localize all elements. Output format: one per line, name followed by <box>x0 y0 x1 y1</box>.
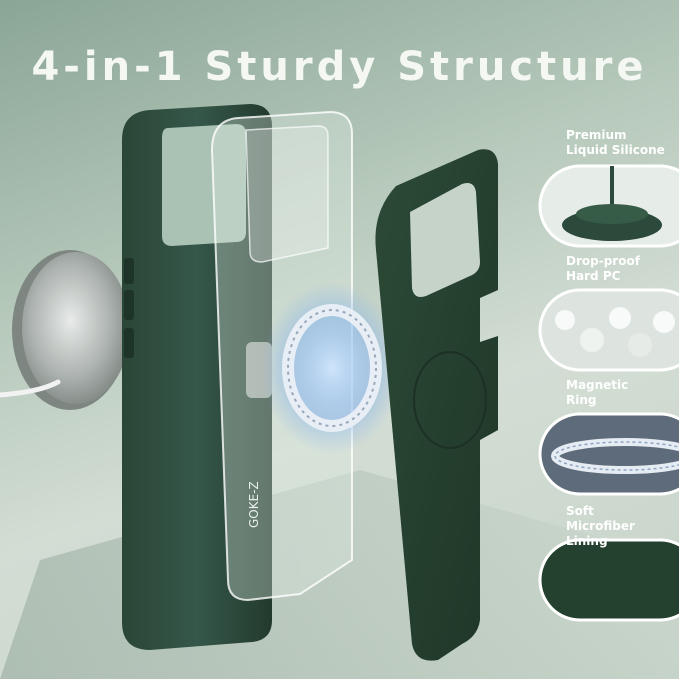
feature-label-microfiber: Soft Microfiber Lining <box>566 504 679 549</box>
feature-label-line2: Liquid Silicone <box>566 143 665 157</box>
feature-label-line1: Soft <box>566 504 594 518</box>
microfiber-lining <box>375 149 498 661</box>
wireless-charger <box>0 250 130 410</box>
feature-label-silicone: Premium Liquid Silicone <box>566 128 665 158</box>
feature-label-line1: Magnetic <box>566 378 629 392</box>
feature-label-line2: Ring <box>566 393 597 407</box>
silicone-case <box>122 104 272 650</box>
feature-pill-hard-pc <box>538 288 679 372</box>
feature-label-magnetic-ring: Magnetic Ring <box>566 378 628 408</box>
feature-label-line2: Hard PC <box>566 269 621 283</box>
headline: 4-in-1 Sturdy Structure <box>31 44 648 90</box>
feature-label-line1: Drop-proof <box>566 254 640 268</box>
feature-label-line2: Microfiber Lining <box>566 519 635 548</box>
feature-pill-microfiber <box>538 538 679 622</box>
feature-pill-silicone <box>538 164 679 248</box>
feature-label-line1: Premium <box>566 128 627 142</box>
brand-mark: GOKE-Z <box>247 481 261 528</box>
feature-label-hard-pc: Drop-proof Hard PC <box>566 254 640 284</box>
feature-pill-magnetic-ring <box>538 412 679 496</box>
magnetic-ring <box>262 282 402 454</box>
